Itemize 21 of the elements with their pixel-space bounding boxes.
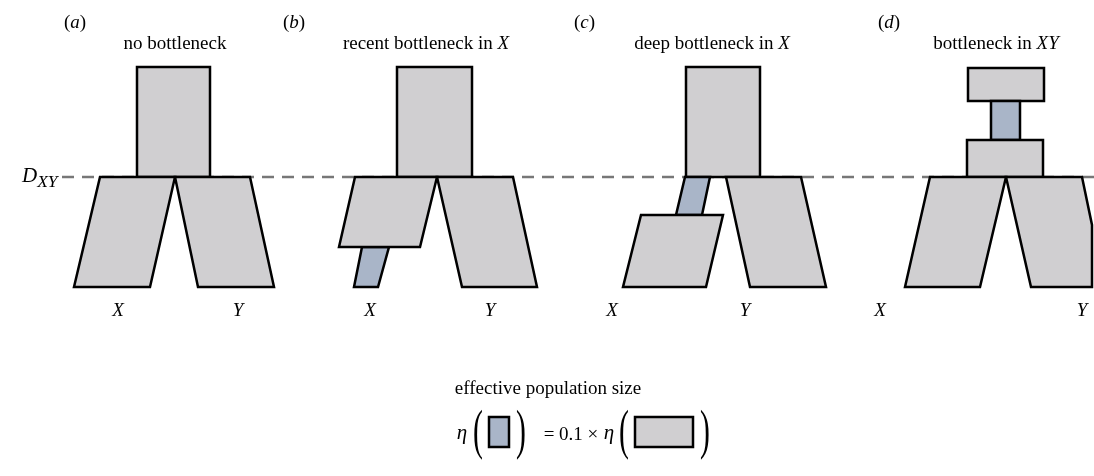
equation-text: = 0.1 × — [543, 424, 599, 443]
panel-letter: (c) — [574, 12, 596, 31]
axis-label: D$_{XY}$ — [22, 165, 58, 191]
population-label: X — [874, 300, 886, 319]
population-label: X — [364, 300, 376, 319]
math-symbol: η — [456, 422, 468, 443]
panel-letter: (d) — [878, 12, 901, 31]
legend-title: effective population size — [454, 378, 642, 397]
panel-letter: (b) — [283, 12, 306, 31]
panel-title: deep bottleneck in X — [634, 33, 790, 52]
panel-letter: (a) — [64, 12, 87, 31]
population-label: X — [606, 300, 618, 319]
panel-title: bottleneck in XY — [933, 33, 1059, 52]
population-label: Y — [232, 300, 244, 319]
population-label: Y — [739, 300, 751, 319]
panel-title: recent bottleneck in X — [342, 33, 510, 52]
population-label: Y — [484, 300, 496, 319]
math-symbol: η — [603, 422, 615, 443]
panel-title: no bottleneck — [123, 33, 227, 52]
population-label: X — [112, 300, 124, 319]
population-label: Y — [1076, 300, 1088, 319]
